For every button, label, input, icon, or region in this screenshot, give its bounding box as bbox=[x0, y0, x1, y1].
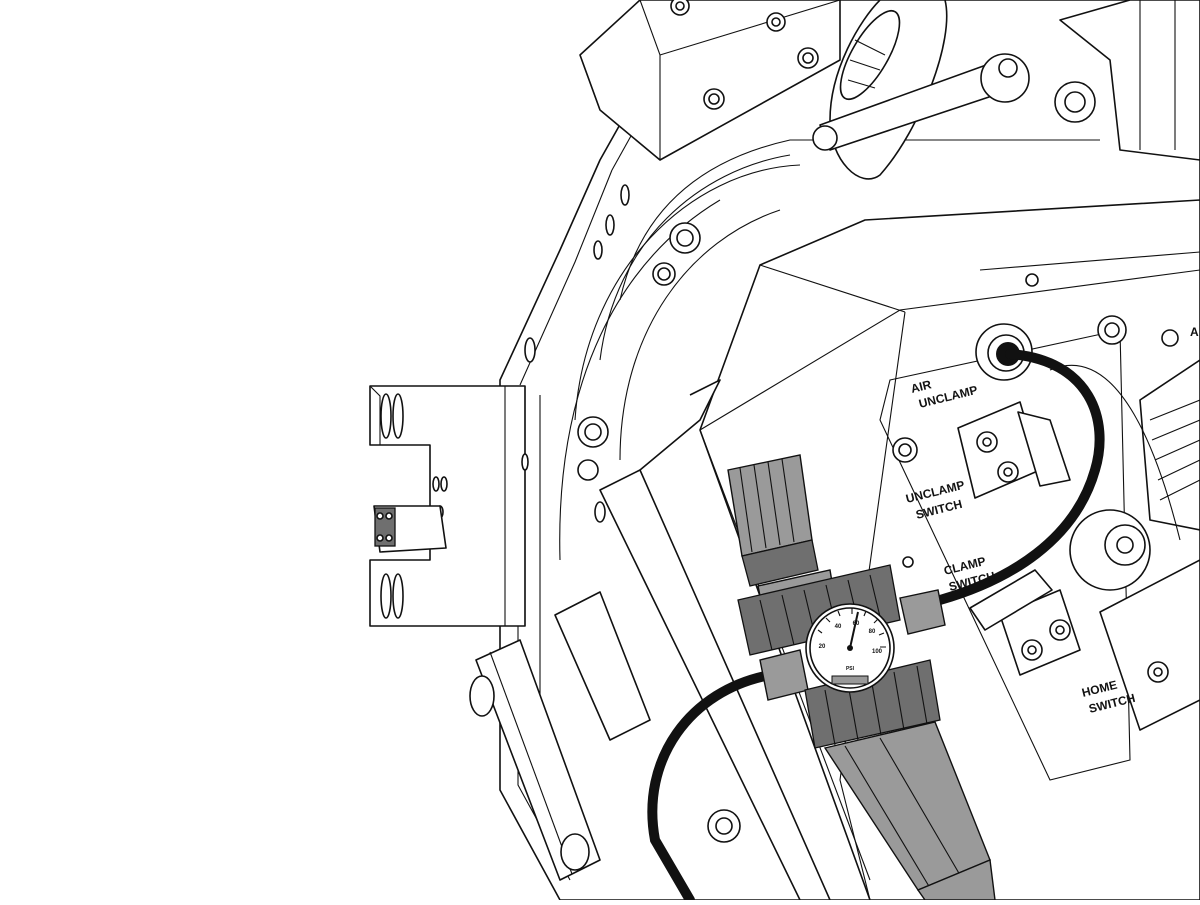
u-bracket bbox=[369, 385, 529, 627]
air-unclamp-label-1: AIR bbox=[909, 377, 933, 396]
housing-ring bbox=[559, 139, 1100, 843]
thin-cable bbox=[1049, 364, 1181, 541]
filter-regulator: 20 40 60 80 100 PSI bbox=[727, 454, 996, 901]
dial-lever bbox=[812, 0, 1200, 180]
gauge-unit: PSI bbox=[846, 666, 855, 672]
clamp-switch bbox=[969, 569, 1081, 676]
home-switch-mechanism bbox=[1069, 359, 1200, 731]
top-block bbox=[579, 0, 841, 161]
edge-label-fragment: A bbox=[1190, 325, 1199, 339]
unclamp-switch bbox=[957, 401, 1071, 499]
gauge-tick-label: 60 bbox=[853, 621, 860, 627]
pressure-gauge-icon: 20 40 60 80 100 PSI bbox=[805, 603, 895, 693]
air-hose bbox=[935, 349, 1105, 605]
lower-clamp-block bbox=[469, 639, 601, 881]
air-hose-lower bbox=[647, 670, 775, 905]
gauge-tick-label: 20 bbox=[819, 644, 826, 650]
gauge-tick-label: 80 bbox=[869, 629, 876, 635]
gauge-tick-label: 40 bbox=[835, 624, 842, 630]
gauge-tick-label: 100 bbox=[872, 649, 883, 655]
